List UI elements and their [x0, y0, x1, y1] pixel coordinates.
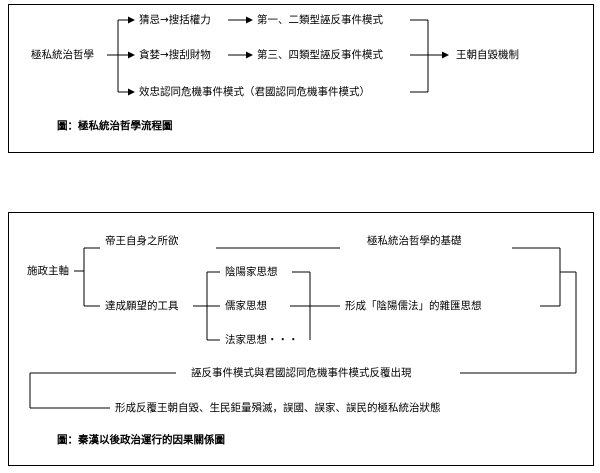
- root-node: 極私統治哲學: [30, 48, 95, 62]
- thought-legalist: 法家思想・・・: [224, 333, 300, 347]
- flowchart-box-2: [8, 212, 594, 466]
- forms-node: 形成「陰陽儒法」的雜匯思想: [344, 299, 483, 313]
- tools-node: 達成願望的工具: [104, 299, 180, 313]
- row2-step2: 第三、四類型誣反事件模式: [256, 48, 384, 62]
- foundation-node: 極私統治哲學的基礎: [366, 234, 463, 248]
- thought-confucian: 儒家思想: [224, 299, 268, 313]
- caption-1: 圖：極私統治哲學流程圖: [56, 119, 174, 133]
- row1-step2: 第一、二類型誣反事件模式: [256, 13, 384, 27]
- outcome-node: 形成反覆王朝自毀、生民鉅量殞滅，誤國、誤家、誤民的極私統治狀態: [114, 401, 442, 415]
- root-node-2: 施政主軸: [26, 264, 70, 278]
- thought-yinyang: 陰陽家思想: [224, 265, 279, 279]
- recurring-node: 誣反事件模式與君國認同危機事件模式反覆出現: [190, 366, 413, 380]
- caption-2: 圖：秦漢以後政治運行的因果關係圖: [56, 433, 226, 447]
- row2-step1: 貪婪→搜刮財物: [138, 48, 212, 62]
- desire-node: 帝王自身之所欲: [104, 234, 180, 248]
- result-node: 王朝自毀機制: [455, 48, 520, 62]
- row3-node: 效忠認同危機事件模式（君國認同危機事件模式）: [138, 85, 371, 99]
- row1-step1: 猜忌→搜括權力: [138, 13, 212, 27]
